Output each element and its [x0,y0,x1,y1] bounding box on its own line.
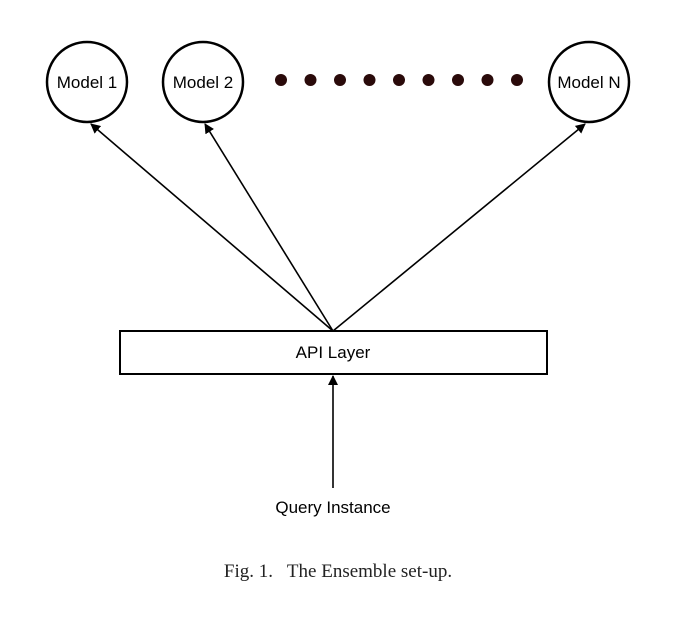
query-instance-label: Query Instance [275,498,390,517]
model-node-1-label: Model 1 [57,73,117,92]
ellipsis-dot [452,74,464,86]
model-node-n: Model N [547,40,631,124]
ellipsis-dot [422,74,435,86]
ellipsis-dot [511,74,523,86]
model-node-2-circle [161,40,245,124]
ellipsis-dot [334,74,346,86]
model-node-2-label: Model 2 [173,73,233,92]
model-node-n-circle [547,40,631,124]
ellipsis-dot [304,74,317,86]
api-layer-rect [119,330,548,375]
ellipsis-dot [393,74,405,86]
ellipsis-dot [363,74,376,86]
ellipsis-dot [481,74,494,86]
model-node-2: Model 2 [161,40,245,124]
arrow-api-to-model-2 [204,123,334,332]
api-layer-box: API Layer [119,330,548,375]
ellipsis-dots [275,74,523,86]
figure-caption: Fig. 1. The Ensemble set-up. [224,561,452,582]
model-node-1: Model 1 [45,40,129,124]
model-node-1-circle [45,40,129,124]
model-node-n-label: Model N [557,73,620,92]
api-layer-label: API Layer [296,343,371,362]
arrow-api-to-model-n [332,123,586,332]
ellipsis-dot [275,74,287,86]
arrow-api-to-model-1 [90,123,334,332]
